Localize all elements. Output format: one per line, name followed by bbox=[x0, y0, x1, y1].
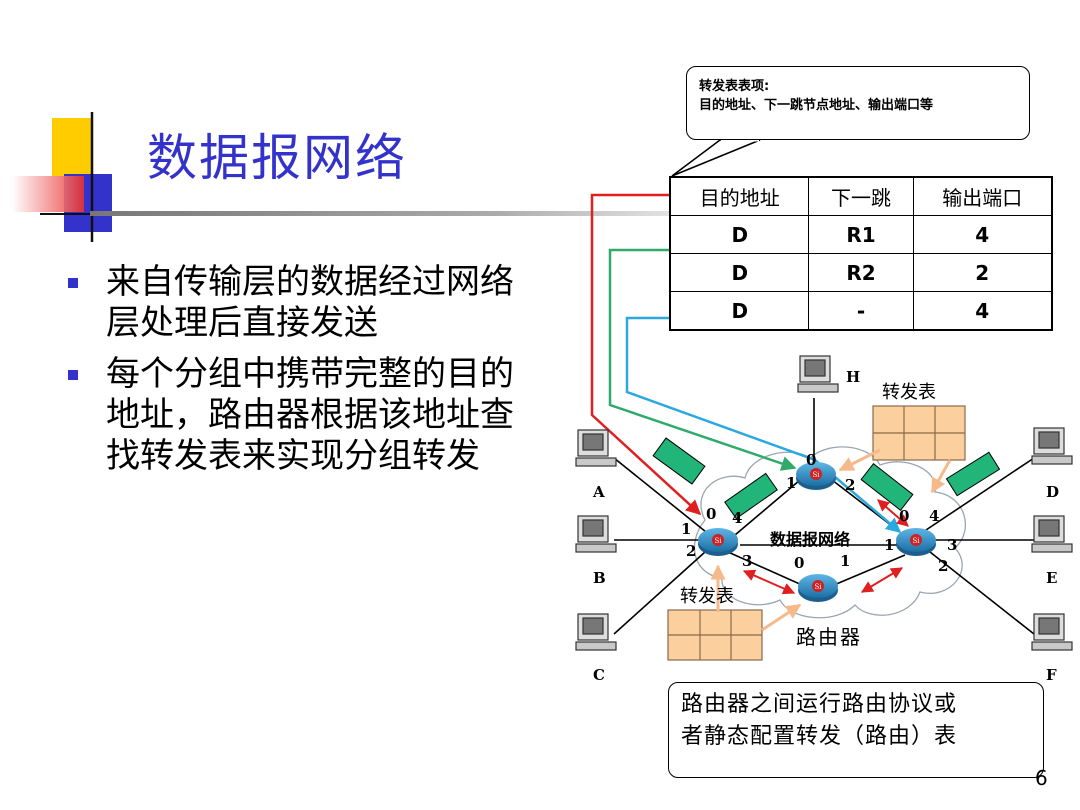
title-logo bbox=[12, 112, 148, 242]
svg-text:3: 3 bbox=[947, 536, 957, 554]
svg-text:4: 4 bbox=[732, 509, 742, 527]
square-bullet-icon bbox=[68, 370, 78, 380]
computer-icon bbox=[575, 355, 1073, 651]
path-green bbox=[608, 248, 797, 471]
table-cell: D bbox=[669, 215, 810, 254]
svg-text:1: 1 bbox=[884, 536, 894, 554]
callout-line: 路由器之间运行路由协议或 bbox=[681, 692, 958, 717]
host-label-e: E bbox=[1046, 569, 1057, 587]
table-row: D R2 2 bbox=[669, 253, 1053, 292]
svg-text:0: 0 bbox=[794, 554, 804, 572]
host-label-d: D bbox=[1046, 483, 1059, 501]
table-row: D R1 4 bbox=[669, 215, 1053, 254]
page-number: 6 bbox=[1035, 766, 1048, 790]
callout-pointer bbox=[671, 139, 761, 177]
path-red bbox=[590, 193, 702, 516]
bullet-item: 来自传输层的数据经过网络层处理后直接发送 bbox=[62, 262, 542, 344]
svg-text:1: 1 bbox=[681, 520, 691, 538]
packets bbox=[652, 437, 1001, 520]
svg-text:Si: Si bbox=[912, 537, 920, 545]
table-cell: 4 bbox=[912, 215, 1053, 254]
table-arrows bbox=[710, 448, 952, 632]
table-box-top bbox=[872, 405, 966, 461]
svg-text:2: 2 bbox=[938, 557, 948, 575]
callout-line: 目的地址、下一跳节点地址、输出端口等 bbox=[699, 98, 934, 113]
callout-routing-protocol: 路由器之间运行路由协议或 者静态配置转发（路由）表 bbox=[668, 682, 1044, 778]
title-rule bbox=[90, 211, 760, 216]
bullet-item: 每个分组中携带完整的目的地址，路由器根据该地址查找转发表来实现分组转发 bbox=[62, 354, 542, 477]
routing-arrows bbox=[742, 499, 909, 595]
svg-text:0: 0 bbox=[806, 451, 816, 469]
host-label-a: A bbox=[592, 483, 605, 501]
links bbox=[613, 398, 1035, 635]
svg-text:2: 2 bbox=[845, 476, 855, 494]
column-header: 目的地址 bbox=[669, 176, 810, 216]
table-cell: 2 bbox=[912, 253, 1053, 292]
callout-line: 转发表表项: bbox=[699, 79, 770, 94]
path-blue bbox=[625, 316, 902, 533]
host-label-f: F bbox=[1046, 666, 1057, 684]
square-bullet-icon bbox=[68, 278, 78, 288]
svg-text:1: 1 bbox=[786, 474, 796, 492]
svg-text:0: 0 bbox=[706, 505, 716, 523]
table-header-row: 目的地址 下一跳 输出端口 bbox=[669, 176, 1053, 216]
svg-text:4: 4 bbox=[929, 507, 939, 525]
table-label-bottom: 转发表 bbox=[680, 586, 734, 607]
host-label-h: H bbox=[846, 368, 860, 386]
port-labels: 1 2 3 0 4 0 1 2 0 4 1 3 2 0 1 bbox=[681, 451, 957, 575]
svg-text:Si: Si bbox=[714, 537, 722, 545]
router-left: Si bbox=[698, 528, 738, 556]
column-header: 输出端口 bbox=[912, 176, 1053, 216]
callout-line: 者静态配置转发（路由）表 bbox=[681, 724, 958, 749]
router-label: 路由器 bbox=[796, 625, 862, 649]
table-cell: 4 bbox=[912, 291, 1053, 331]
page-title: 数据报网络 bbox=[147, 129, 407, 187]
svg-text:1: 1 bbox=[840, 552, 850, 570]
router-top: Si bbox=[796, 462, 836, 490]
callout-forwarding-entry: 转发表表项: 目的地址、下一跳节点地址、输出端口等 bbox=[686, 66, 1030, 140]
table-cell: - bbox=[808, 291, 914, 331]
bullet-list: 来自传输层的数据经过网络层处理后直接发送 每个分组中携带完整的目的地址，路由器根… bbox=[62, 262, 542, 487]
table-row: D - 4 bbox=[669, 291, 1053, 331]
svg-text:2: 2 bbox=[686, 542, 696, 560]
host-label-b: B bbox=[593, 569, 606, 587]
router-bottom: Si bbox=[798, 574, 838, 602]
network-label: 数据报网络 bbox=[770, 530, 850, 549]
svg-text:Si: Si bbox=[812, 471, 820, 479]
table-label-top: 转发表 bbox=[882, 382, 936, 403]
column-header: 下一跳 bbox=[808, 176, 914, 216]
table-cell: D bbox=[669, 253, 810, 292]
table-cell: D bbox=[669, 291, 810, 331]
table-cell: R2 bbox=[808, 253, 914, 292]
svg-text:Si: Si bbox=[814, 583, 822, 591]
host-label-c: C bbox=[593, 666, 605, 684]
table-box-bottom bbox=[667, 609, 763, 661]
forwarding-table: 目的地址 下一跳 输出端口 D R1 4 D R2 2 D - 4 bbox=[669, 176, 1053, 331]
router-right: Si bbox=[896, 528, 936, 556]
svg-text:3: 3 bbox=[742, 552, 752, 570]
table-cell: R1 bbox=[808, 215, 914, 254]
svg-text:0: 0 bbox=[899, 507, 909, 525]
